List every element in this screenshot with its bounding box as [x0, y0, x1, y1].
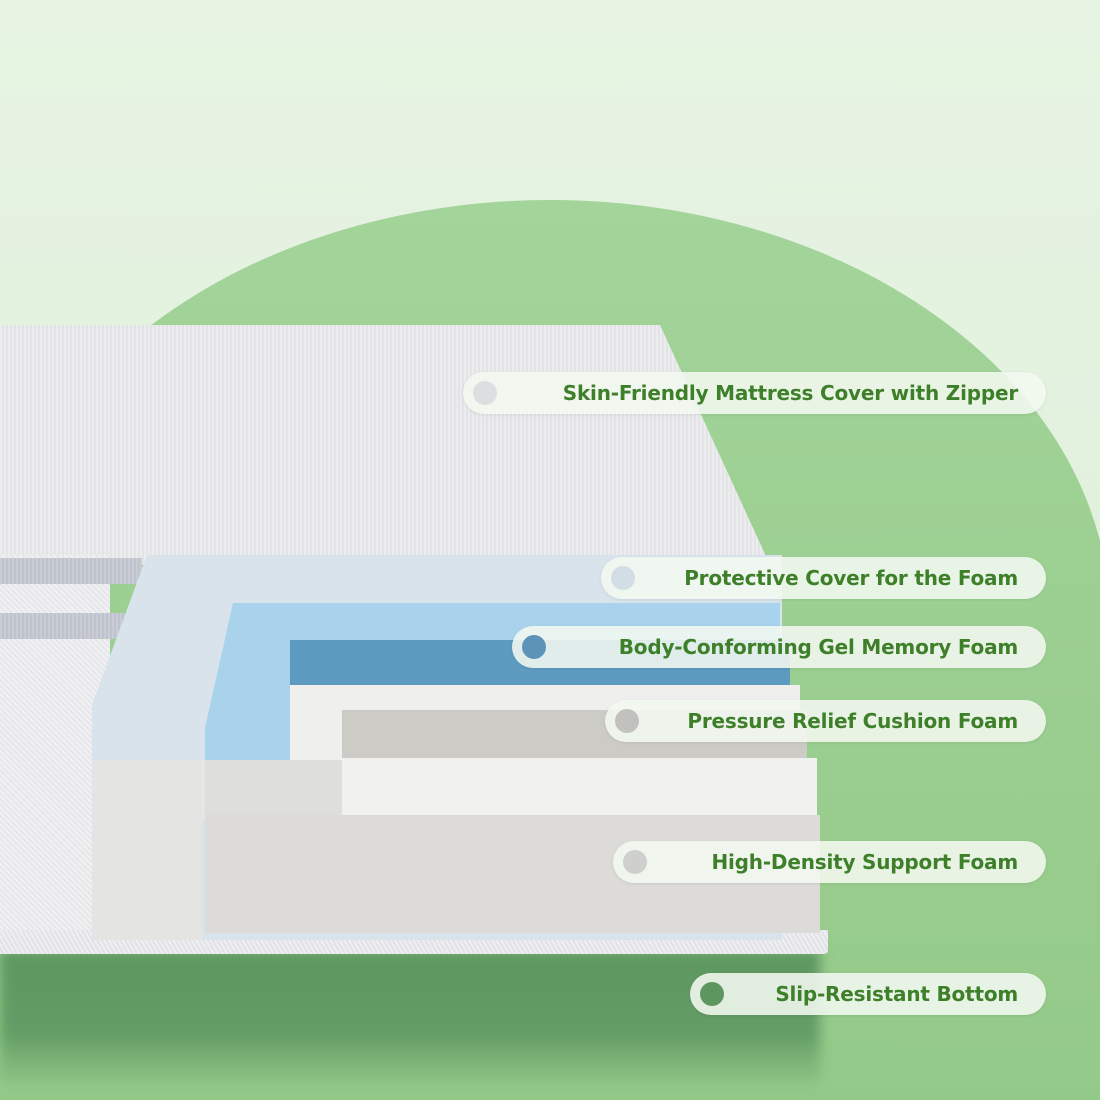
layer-label-text: Body-Conforming Gel Memory Foam	[618, 635, 1018, 659]
transition-foam-layer	[342, 758, 817, 818]
layer-label-bottom: Slip-Resistant Bottom	[690, 973, 1046, 1015]
layer-label-cushion: Pressure Relief Cushion Foam	[605, 700, 1046, 742]
gel-dot-icon	[522, 635, 546, 659]
protective-cover-layer-lower	[92, 760, 202, 940]
layer-label-text: Pressure Relief Cushion Foam	[687, 709, 1018, 733]
layer-label-text: High-Density Support Foam	[711, 850, 1018, 874]
layer-label-gel: Body-Conforming Gel Memory Foam	[512, 626, 1046, 668]
layer-label-cover: Skin-Friendly Mattress Cover with Zipper	[463, 372, 1046, 414]
mattress-shadow	[0, 950, 820, 1090]
foam-edge	[205, 760, 342, 815]
layer-label-support: High-Density Support Foam	[613, 841, 1046, 883]
mattress-top-surface	[0, 325, 770, 565]
bottom-dot-icon	[700, 982, 724, 1006]
layer-label-protective: Protective Cover for the Foam	[601, 557, 1046, 599]
side-stripe	[0, 613, 125, 639]
protective-dot-icon	[611, 566, 635, 590]
side-stripe	[0, 558, 142, 584]
layer-label-text: Skin-Friendly Mattress Cover with Zipper	[562, 381, 1018, 405]
layer-label-text: Protective Cover for the Foam	[684, 566, 1018, 590]
cushion-dot-icon	[615, 709, 639, 733]
cover-dot-icon	[473, 381, 497, 405]
support-dot-icon	[623, 850, 647, 874]
layer-label-text: Slip-Resistant Bottom	[775, 982, 1018, 1006]
